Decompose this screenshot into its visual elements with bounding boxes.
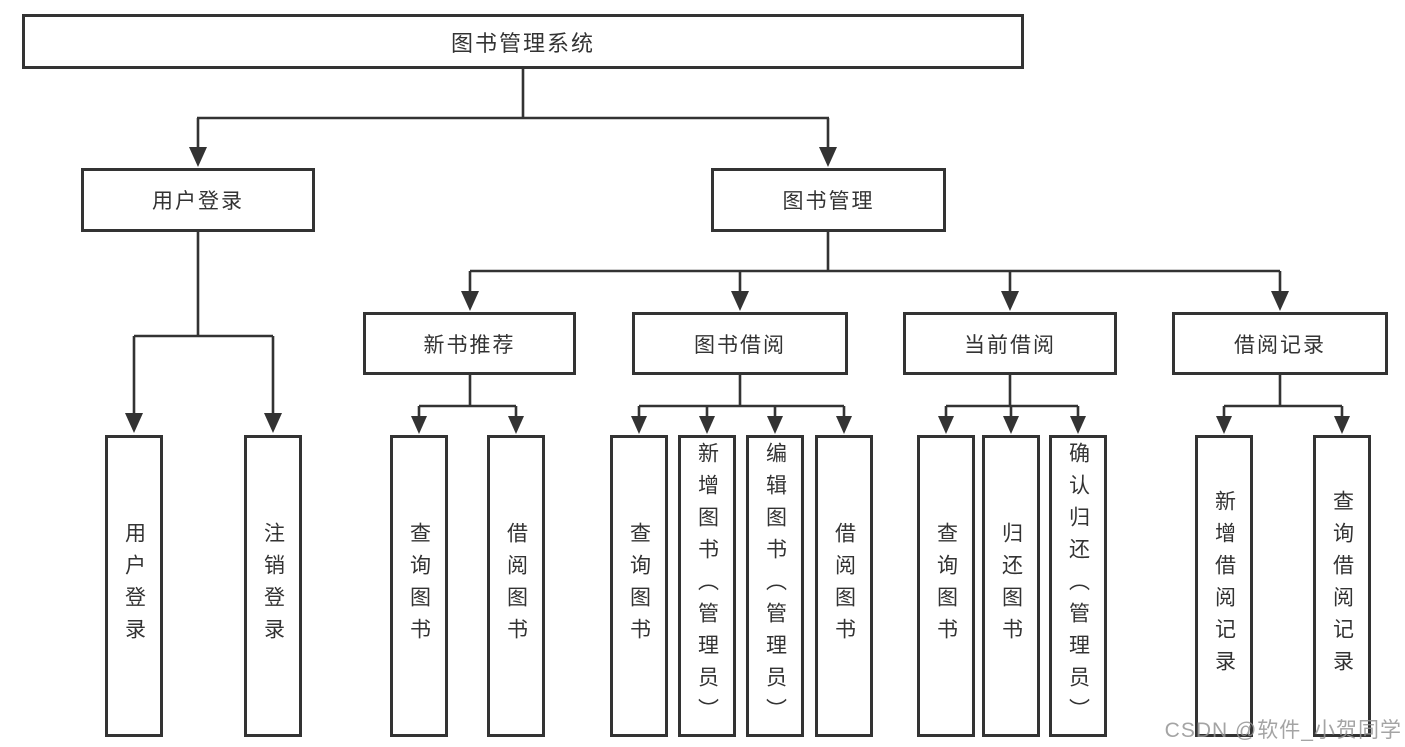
node-label: 新增借阅记录 — [1212, 490, 1236, 682]
node-new-book-recommend: 新书推荐 — [363, 312, 576, 375]
leaf-query-books-current: 查询图书 — [917, 435, 975, 737]
arrow-down-icon — [1334, 416, 1350, 434]
arrow-down-icon — [508, 416, 524, 434]
node-label: 当前借阅 — [964, 333, 1056, 357]
node-label: 查询图书 — [407, 522, 431, 650]
node-label: 新增图书（管理员） — [695, 442, 719, 730]
node-label: 借阅图书 — [504, 522, 528, 650]
arrow-down-icon — [699, 416, 715, 434]
leaf-logout: 注销登录 — [244, 435, 302, 737]
leaf-query-borrow-record: 查询借阅记录 — [1313, 435, 1371, 737]
arrow-down-icon — [836, 416, 852, 434]
arrow-down-icon — [938, 416, 954, 434]
node-borrow-records: 借阅记录 — [1172, 312, 1388, 375]
node-label: 注销登录 — [261, 522, 285, 650]
node-label: 查询图书 — [934, 522, 958, 650]
leaf-add-books-admin: 新增图书（管理员） — [678, 435, 736, 737]
arrow-down-icon — [631, 416, 647, 434]
node-label: 查询借阅记录 — [1330, 490, 1354, 682]
leaf-confirm-return-admin: 确认归还（管理员） — [1049, 435, 1107, 737]
node-label: 图书管理系统 — [450, 30, 595, 56]
arrow-down-icon — [767, 416, 783, 434]
arrow-down-icon — [1070, 416, 1086, 434]
node-user-login: 用户登录 — [81, 168, 315, 232]
node-label: 图书管理 — [782, 190, 875, 213]
arrow-down-icon — [731, 291, 749, 311]
leaf-borrow-books: 借阅图书 — [815, 435, 873, 737]
node-label: 用户登录 — [152, 190, 244, 213]
arrow-down-icon — [125, 413, 143, 433]
node-library-system: 图书管理系统 — [22, 14, 1024, 69]
connector-stroke-group — [132, 69, 1344, 416]
node-label: 图书借阅 — [694, 333, 786, 357]
node-label: 归还图书 — [999, 522, 1023, 650]
arrow-down-icon — [1001, 291, 1019, 311]
arrow-down-icon — [1003, 416, 1019, 434]
leaf-query-books-borrow: 查询图书 — [610, 435, 668, 737]
node-book-management: 图书管理 — [711, 168, 946, 232]
watermark: CSDN @软件_小贺同学 — [1164, 719, 1402, 742]
leaf-edit-books-admin: 编辑图书（管理员） — [746, 435, 804, 737]
node-label: 确认归还（管理员） — [1066, 442, 1090, 730]
arrow-down-icon — [264, 413, 282, 433]
arrow-down-icon — [819, 147, 837, 167]
leaf-add-borrow-record: 新增借阅记录 — [1195, 435, 1253, 737]
node-label: 查询图书 — [627, 522, 651, 650]
node-label: 借阅图书 — [832, 522, 856, 650]
node-label: 借阅记录 — [1234, 333, 1326, 357]
node-label: 编辑图书（管理员） — [763, 442, 787, 730]
node-label: 新书推荐 — [423, 333, 516, 357]
arrow-down-icon — [411, 416, 427, 434]
leaf-user-login: 用户登录 — [105, 435, 163, 737]
arrow-down-icon — [1271, 291, 1289, 311]
leaf-borrow-books-recommend: 借阅图书 — [487, 435, 545, 737]
node-current-borrow: 当前借阅 — [903, 312, 1117, 375]
arrowheads-group — [125, 147, 1350, 434]
arrow-down-icon — [1216, 416, 1232, 434]
arrow-down-icon — [461, 291, 479, 311]
node-book-borrow: 图书借阅 — [632, 312, 848, 375]
leaf-query-books-recommend: 查询图书 — [390, 435, 448, 737]
node-label: 用户登录 — [122, 522, 146, 650]
leaf-return-books: 归还图书 — [982, 435, 1040, 737]
arrow-down-icon — [189, 147, 207, 167]
